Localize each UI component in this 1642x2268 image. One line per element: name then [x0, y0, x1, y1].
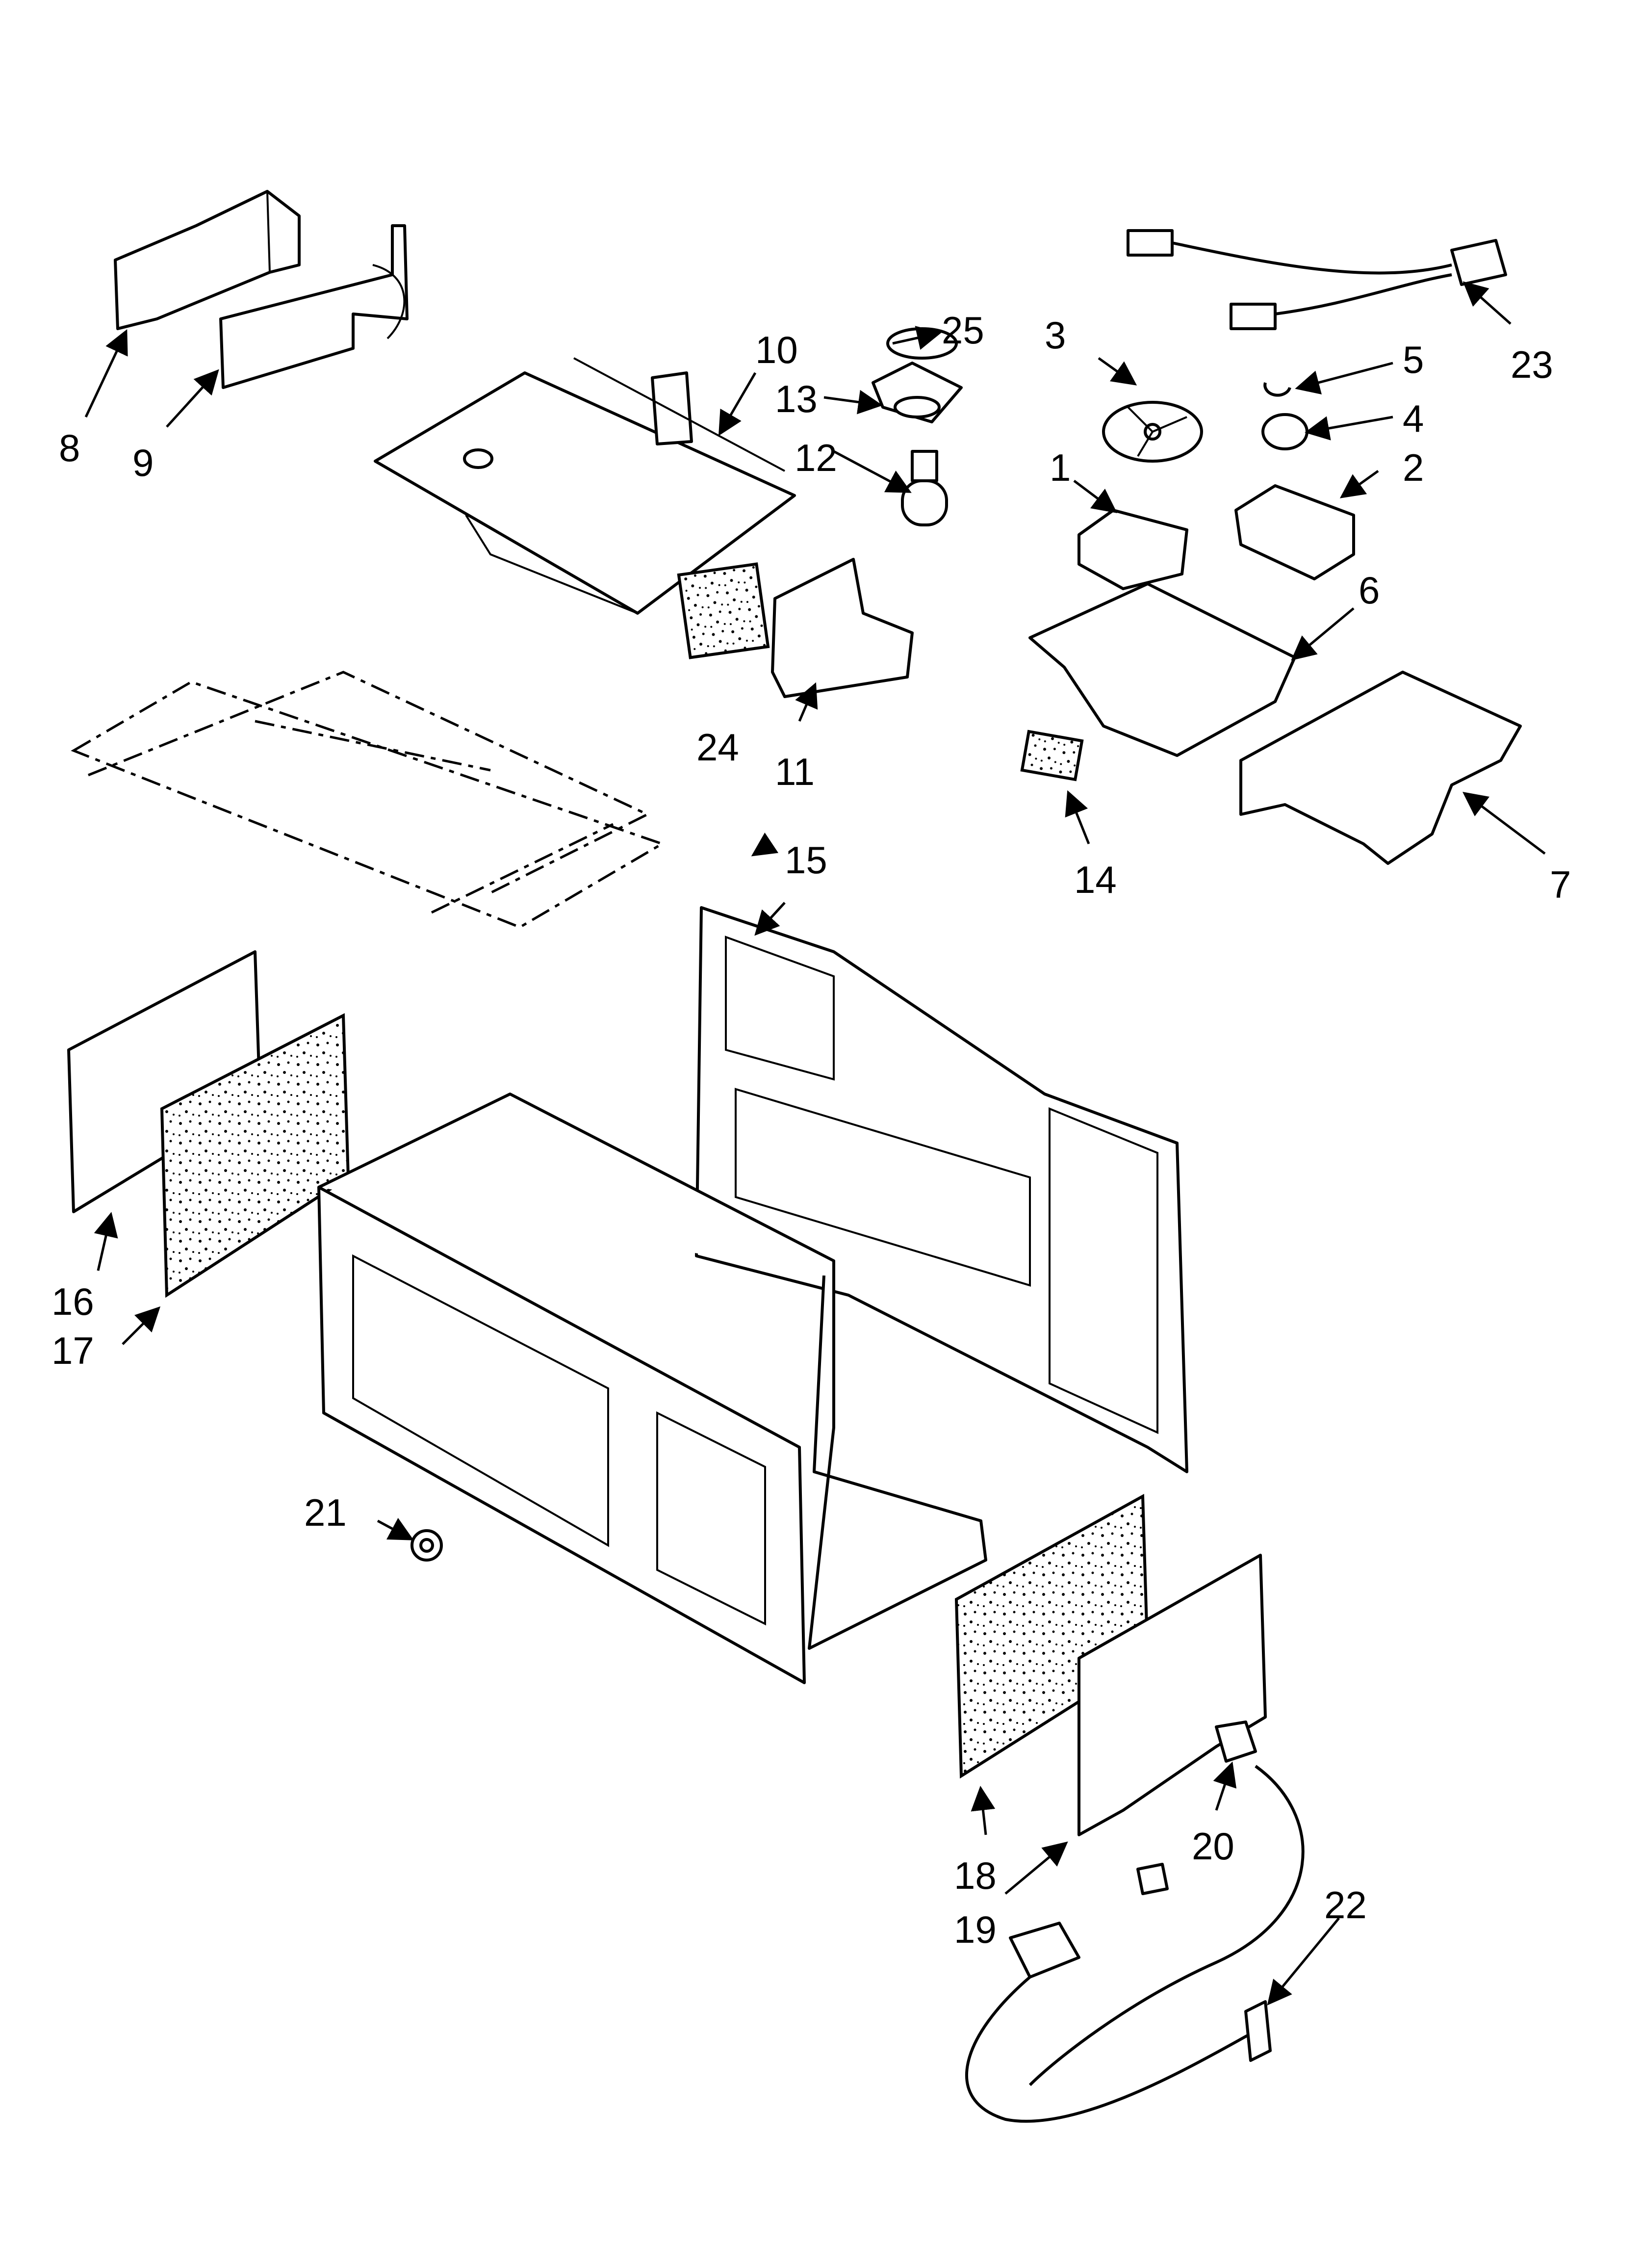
- callout-3: 3: [1045, 313, 1066, 357]
- part-9-duct-plate: [219, 224, 409, 389]
- callout-21: 21: [304, 1491, 347, 1534]
- callout-14: 14: [1074, 858, 1117, 901]
- callout-6: 6: [1359, 569, 1380, 612]
- part-10-top-plate: [374, 357, 796, 615]
- callout-4: 4: [1403, 397, 1424, 440]
- callout-9: 9: [132, 441, 154, 484]
- cabinet-frame: [317, 1093, 987, 1684]
- callout-16: 16: [51, 1280, 94, 1323]
- part-21-nut: [410, 1529, 443, 1562]
- callout-10: 10: [755, 328, 798, 371]
- phantom-outline: [71, 671, 665, 929]
- callout-2: 2: [1403, 446, 1424, 489]
- callout-7: 7: [1550, 863, 1571, 906]
- callout-11: 11: [775, 750, 815, 793]
- callout-5: 5: [1403, 338, 1424, 381]
- callout-15: 15: [785, 838, 827, 882]
- part-23-wire-harness: [1127, 229, 1507, 330]
- part-24-gasket: [677, 562, 770, 659]
- callout-22: 22: [1324, 1883, 1367, 1927]
- callout-23: 23: [1511, 343, 1553, 386]
- part-3-fan-blade: [1102, 401, 1203, 463]
- callout-19: 19: [954, 1908, 997, 1951]
- part-20-thermal-cutoff: [1215, 1721, 1257, 1763]
- callout-13: 13: [775, 377, 818, 420]
- callout-20: 20: [1192, 1825, 1234, 1868]
- callout-25: 25: [942, 309, 984, 352]
- callout-18: 18: [954, 1854, 997, 1897]
- part-12-lamp-bulb: [901, 450, 948, 526]
- part-6-mounting-bracket: [1028, 582, 1296, 757]
- part-1-fan-motor: [1078, 509, 1188, 590]
- part-13-lamp-bracket: [872, 362, 963, 423]
- callout-labels: 8 9 10 25 13 12 3 1 5 4 2 23 6 24 11 14 …: [51, 309, 1571, 1951]
- callout-8: 8: [59, 426, 80, 469]
- callout-24: 24: [696, 726, 739, 769]
- part-14-foam-block: [1020, 730, 1084, 782]
- part-22-power-harness: [965, 1765, 1305, 2123]
- callout-17: 17: [51, 1329, 94, 1372]
- callout-12: 12: [795, 436, 837, 479]
- part-7-exhaust-duct: [1239, 671, 1522, 865]
- part-11-air-guide: [771, 558, 914, 698]
- callout-1: 1: [1050, 446, 1071, 489]
- part-4-bushing: [1261, 413, 1308, 450]
- part-5-clip: [1263, 382, 1291, 397]
- part-15-back-panel: [695, 906, 1188, 1473]
- part-8-bracket: [114, 190, 301, 330]
- part-19-side-panel: [1078, 1554, 1267, 1836]
- part-2-stir-motor: [1234, 484, 1355, 580]
- leader-lines: [84, 281, 1546, 2006]
